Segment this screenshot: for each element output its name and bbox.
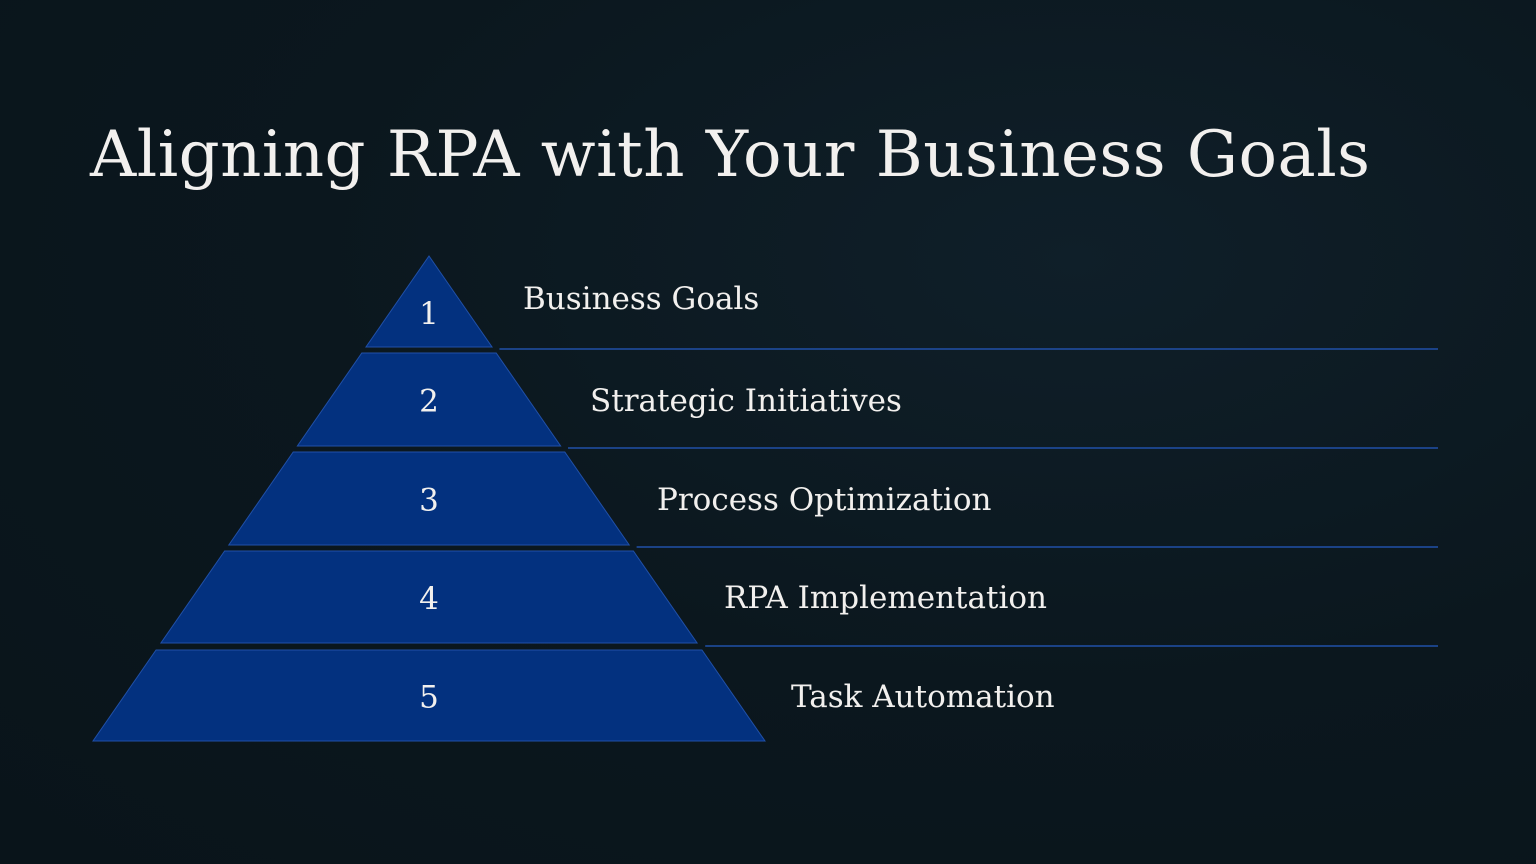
tier-label: Strategic Initiatives <box>590 382 902 419</box>
tier-label: Task Automation <box>791 678 1055 715</box>
pyramid-tier-1 <box>365 255 493 348</box>
tier-label: Business Goals <box>523 281 760 317</box>
tier-number: 1 <box>419 296 439 332</box>
pyramid-tier-4 <box>159 550 699 644</box>
tier-number: 5 <box>419 680 439 716</box>
slide-title: Aligning RPA with Your Business Goals <box>90 118 1371 192</box>
pyramid-tier-2 <box>296 352 562 447</box>
tier-number: 4 <box>419 581 439 617</box>
tier-number: 2 <box>419 384 439 420</box>
tier-label: RPA Implementation <box>724 580 1047 616</box>
tier-label: Process Optimization <box>657 481 992 518</box>
pyramid-tier-3 <box>227 451 631 546</box>
tier-number: 3 <box>419 483 439 519</box>
pyramid-tier-5 <box>92 649 766 742</box>
